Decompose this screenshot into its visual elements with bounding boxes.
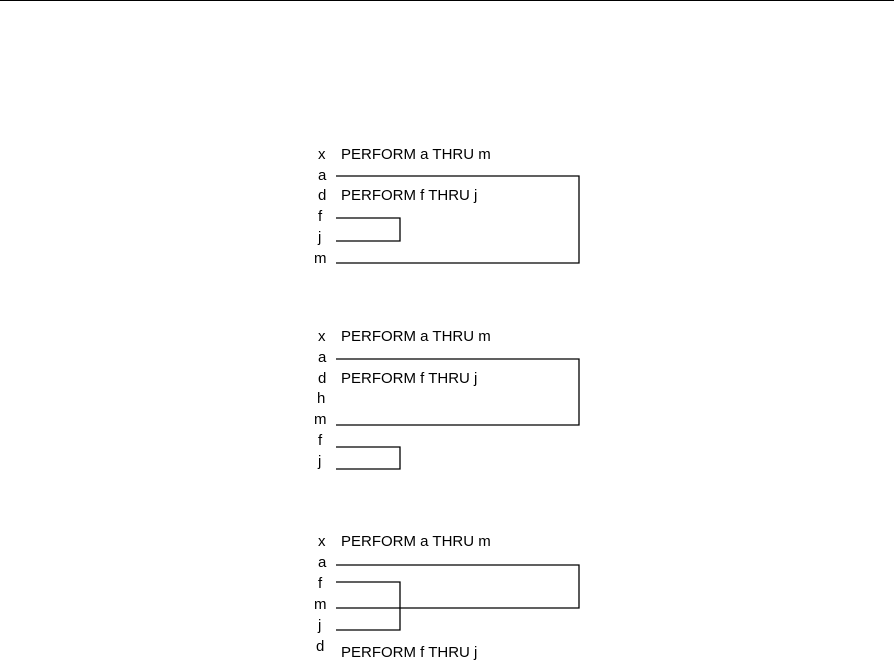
label-x: x <box>318 146 326 163</box>
label-j: j <box>317 229 321 246</box>
diagram-3: x PERFORM a THRU m a f m j d PERFORM f T… <box>314 533 580 661</box>
label-d: d <box>318 187 326 204</box>
top-rule <box>0 0 894 1</box>
inner-perform-statement: PERFORM f THRU j <box>341 644 477 661</box>
inner-perform-statement: PERFORM f THRU j <box>341 370 477 387</box>
label-x: x <box>318 533 326 550</box>
label-h: h <box>317 390 325 407</box>
label-j: j <box>317 453 321 470</box>
inner-range-bracket <box>336 217 401 242</box>
label-a: a <box>318 167 327 184</box>
outer-range-bracket <box>336 358 580 426</box>
outer-perform-statement: PERFORM a THRU m <box>341 146 491 163</box>
label-m: m <box>314 596 327 613</box>
diagram-2: x PERFORM a THRU m a d PERFORM f THRU j … <box>314 328 580 470</box>
outer-range-bracket <box>336 175 580 264</box>
inner-range-bracket <box>336 446 401 470</box>
label-m: m <box>314 250 327 267</box>
label-a: a <box>318 349 327 366</box>
outer-perform-statement: PERFORM a THRU m <box>341 328 491 345</box>
label-j: j <box>317 617 321 634</box>
label-d: d <box>318 370 326 387</box>
label-d: d <box>316 638 324 655</box>
label-a: a <box>318 554 327 571</box>
outer-perform-statement: PERFORM a THRU m <box>341 533 491 550</box>
inner-range-bracket <box>336 581 401 631</box>
outer-range-bracket <box>336 564 580 609</box>
label-f: f <box>318 208 323 225</box>
label-x: x <box>318 328 326 345</box>
diagram-1: x PERFORM a THRU m a d PERFORM f THRU j … <box>314 146 580 267</box>
inner-perform-statement: PERFORM f THRU j <box>341 187 477 204</box>
label-m: m <box>314 411 327 428</box>
label-f: f <box>318 575 323 592</box>
label-f: f <box>318 432 323 449</box>
